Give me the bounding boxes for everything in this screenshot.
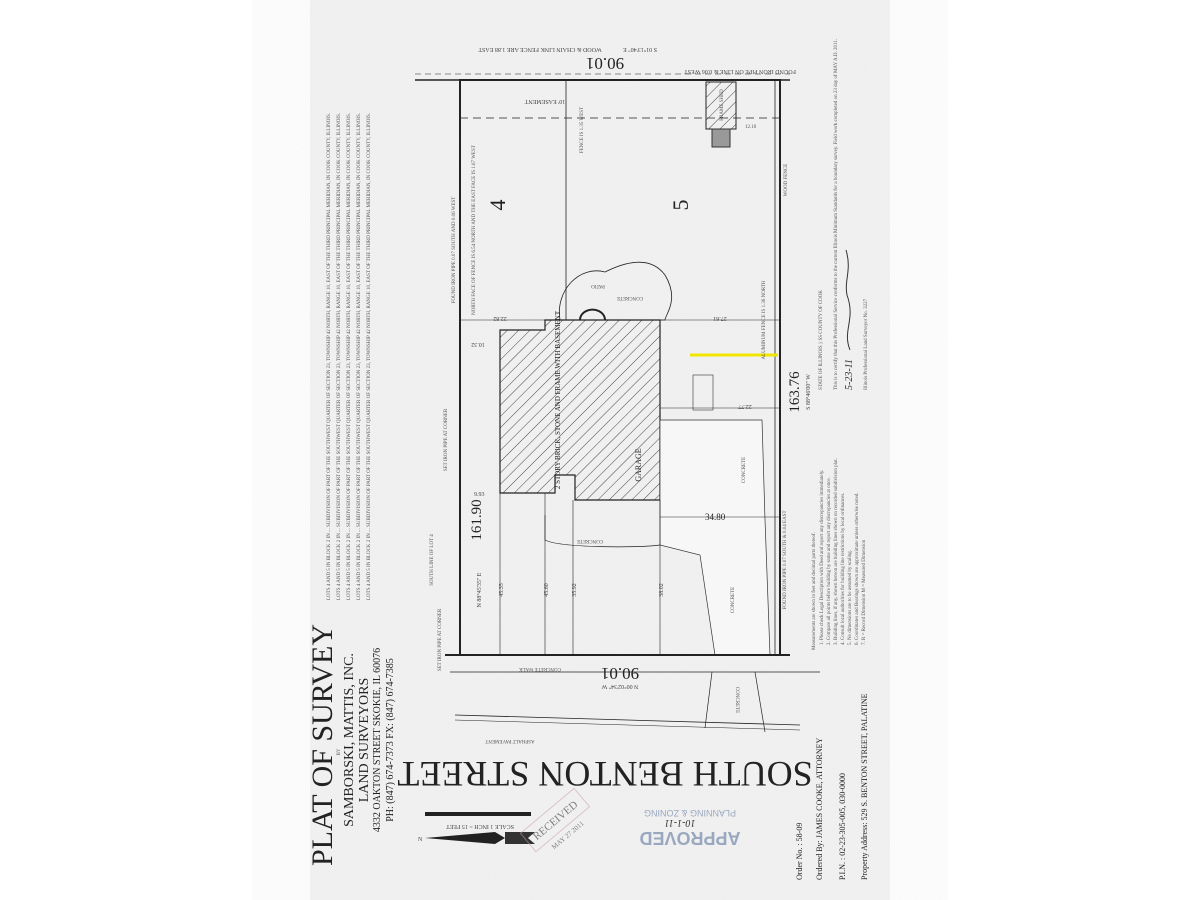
- right-dimension: 163.76: [787, 371, 803, 413]
- fence-note: FENCE IS 1.35 WEST: [580, 107, 585, 153]
- lot-5-label: 5: [668, 200, 693, 211]
- dimension-label: 45.35: [499, 583, 505, 597]
- signature-date: 5-23-11: [844, 359, 855, 390]
- set-pipe-label: SET IRON PIPE AT CORNER: [444, 408, 449, 471]
- dimension-label: 45.60: [544, 583, 550, 597]
- house-label: 2 STORY BRICK, STONE AND FRAME WITH BASE…: [554, 310, 562, 489]
- scale-label: SCALE 1 INCH = 15 FEET: [446, 823, 514, 829]
- front-bearing: N 00°02'34" W: [601, 683, 638, 690]
- dimension-label: 22.82: [493, 315, 507, 321]
- shed-pad: [711, 128, 731, 148]
- notes-title: Measurements are shown in feet and decim…: [812, 532, 817, 650]
- asphalt-label: ASPHALT PAVEMENT: [485, 738, 534, 743]
- shed-dimension: 12.10: [745, 125, 757, 130]
- by-label: BY: [337, 748, 342, 755]
- legal-description-line: LOTS 4 AND 5 IN BLOCK 2 IN ... SUBDIVISI…: [357, 113, 362, 600]
- driveway-label: CONCRETE: [742, 457, 747, 483]
- rear-dimension: 90.01: [586, 54, 624, 73]
- ordered-by: Ordered By: JAMES COOKE, ATTORNEY: [815, 737, 824, 880]
- note-item: 6. Coordinates and Bearings shown are ap…: [855, 492, 860, 645]
- dimension-label: 22.77: [738, 403, 752, 409]
- dimension-label: 35.92: [572, 583, 578, 597]
- street-name: SOUTH BENTON STREET: [397, 754, 812, 794]
- company-phone: PH: (847) 674-7373 FX: (847) 674-7385: [385, 658, 396, 822]
- legal-description-line: LOTS 4 AND 5 IN BLOCK 2 IN ... SUBDIVISI…: [327, 113, 332, 600]
- notes: Measurements are shown in feet and decim…: [812, 458, 867, 650]
- note-item: 1. Please check Legal Description with D…: [820, 470, 825, 645]
- shed-label: FRAME SHED: [720, 89, 725, 121]
- walk: [544, 515, 661, 548]
- south-line-label: SOUTH LINE OF LOT 4: [430, 534, 435, 586]
- dimension-label: 38.02: [659, 583, 665, 597]
- approved-label: APPROVED: [639, 828, 740, 848]
- found-pipe-label: FOUND IRON PIPE ON LINE & 0.06 WEST: [684, 68, 796, 74]
- document-title: PLAT OF SURVEY: [306, 624, 339, 866]
- note-item: 4. Consult local authorities for buildin…: [841, 493, 846, 645]
- surveyor-license: Illinois Professional Land Surveyor No. …: [864, 298, 869, 390]
- right-bearing: S 88°46'00" W: [805, 374, 812, 410]
- wood-fence-label: WOOD FENCE: [784, 164, 789, 197]
- set-pipe-label: SET IRON PIPE AT CORNER: [438, 608, 443, 671]
- note-item: 7. R = Record Dimension M = Measured Dim…: [862, 539, 867, 645]
- legal-description: LOTS 4 AND 5 IN BLOCK 2 IN ... SUBDIVISI…: [327, 113, 372, 600]
- apron-label: CONCRETE: [734, 687, 739, 713]
- walk-label: CONCRETE WALK: [519, 666, 561, 671]
- rear-bearing: S 01°13'40" E: [623, 46, 657, 53]
- front-dimension: 90.01: [601, 664, 639, 683]
- dimension-label: 10.32: [471, 341, 485, 347]
- certification: STATE OF ILLINOIS } SS COUNTY OF COOK Th…: [819, 39, 869, 390]
- lot-4-label: 4: [485, 200, 510, 211]
- company-name: SAMBORSKI, MATTIS, INC.: [342, 653, 357, 827]
- found-pipe-label: FOUND IRON PIPE 0.07 SOUTH & 0.04 EAST: [783, 510, 788, 609]
- dimension-label: 27.61: [713, 315, 727, 321]
- legal-description-line: LOTS 4 AND 5 IN BLOCK 2 IN ... SUBDIVISI…: [337, 113, 342, 600]
- dimension-label: 9.93: [474, 492, 485, 498]
- left-dimension: 161.90: [469, 499, 485, 540]
- walk-label: CONCRETE: [577, 538, 603, 543]
- found-pipe-label: FOUND IRON PIPE 0.07 SOUTH AND 0.06 WEST: [452, 197, 457, 304]
- pavement-line: [454, 714, 801, 726]
- scale-bar: SCALE 1 INCH = 15 FEET: [425, 812, 531, 829]
- stoop: [692, 374, 714, 411]
- approved-date: 10-1-11: [665, 817, 696, 828]
- aluminum-fence-label: ALUMINUM FENCE IS 1.36 NORTH: [762, 280, 767, 359]
- fence-note: NORTH FACE OF FENCE IS 6.54 NORTH AND TH…: [472, 145, 477, 315]
- frame-shed: [705, 81, 737, 130]
- patio: [558, 261, 672, 321]
- dimension-label: 34.80: [705, 512, 726, 522]
- state-county: STATE OF ILLINOIS } SS COUNTY OF COOK: [819, 290, 824, 390]
- legal-description-line: LOTS 4 AND 5 IN BLOCK 2 IN ... SUBDIVISI…: [367, 113, 372, 600]
- company-subtitle: LAND SURVEYORS: [357, 678, 372, 803]
- order-number: Order No. : 58-09: [795, 823, 804, 880]
- bay-window: [579, 308, 606, 321]
- easement-label: 10' EASEMENT: [524, 98, 565, 104]
- house-footprint: [499, 319, 661, 501]
- note-item: 2. Compare all points before building by…: [827, 477, 832, 645]
- patio-label: PATIO: [591, 283, 605, 288]
- garage-label: GARAGE: [634, 448, 643, 481]
- pavement-line: [454, 719, 801, 731]
- patio-concrete-label: CONCRETE: [617, 295, 643, 300]
- legal-description-line: LOTS 4 AND 5 IN BLOCK 2 IN ... SUBDIVISI…: [347, 113, 352, 600]
- note-item: 3. Building lines, if any, shown hereon …: [834, 458, 839, 645]
- chain-link-label: WOOD & CHAIN LINK FENCE ARE 1.88 EAST: [478, 46, 602, 52]
- pin-number: P.I.N. : 02-23-305-005, 030-0000: [838, 773, 847, 880]
- approved-dept: PLANNING & ZONING: [644, 808, 736, 818]
- surveyor-signature: [845, 249, 851, 351]
- left-bearing: N 88°45'35" E: [476, 572, 483, 607]
- certification-text: This is to certify that this Professiona…: [834, 39, 839, 390]
- apron: [704, 671, 766, 733]
- property-address: Property Address: 529 S. BENTON STREET, …: [860, 693, 869, 880]
- north-label: N: [418, 837, 423, 843]
- note-item: 5. No dimensions are to be assumed by sc…: [848, 550, 853, 645]
- approved-stamp: APPROVED PLANNING & ZONING 10-1-11: [639, 808, 740, 848]
- company-address: 4332 OAKTON STREET SKOKIE, IL 60076: [372, 648, 383, 832]
- driveway-label: CONCRETE: [731, 587, 736, 613]
